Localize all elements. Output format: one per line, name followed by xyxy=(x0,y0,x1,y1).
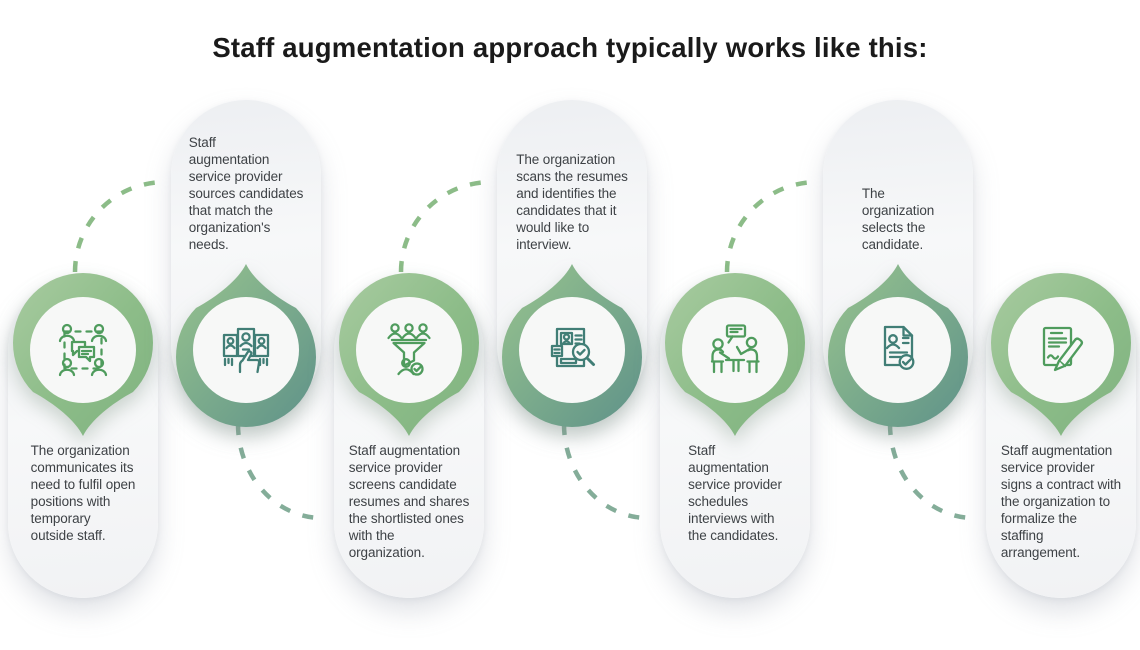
step-text: Staff augmentation service provider sign… xyxy=(1000,443,1122,560)
step-marker xyxy=(339,273,479,436)
step-text: The organization selects the candidate. xyxy=(861,186,935,252)
candidate-selected-icon xyxy=(883,325,915,370)
step-7: Staff augmentation service provider sign… xyxy=(981,0,1140,650)
step-text: Staff augmentation service provider sour… xyxy=(188,135,304,252)
interview-icon xyxy=(710,324,760,374)
step-2: Staff augmentation service provider sour… xyxy=(166,0,326,650)
team-discussion-icon xyxy=(58,323,108,377)
step-marker xyxy=(665,273,805,436)
contract-signing-icon xyxy=(1042,326,1084,372)
resume-scan-icon xyxy=(550,327,595,368)
step-4: The organization scans the resumes and i… xyxy=(492,0,652,650)
screening-funnel-icon xyxy=(387,323,431,376)
step-3: Staff augmentation service provider scre… xyxy=(329,0,489,650)
step-1: The organization communicates its need t… xyxy=(3,0,163,650)
step-marker xyxy=(991,273,1131,436)
step-text: The organization communicates its need t… xyxy=(30,443,136,543)
step-text: Staff augmentation service provider scre… xyxy=(348,443,470,560)
step-5: Staff augmentation service provider sche… xyxy=(655,0,815,650)
page-title: Staff augmentation approach typically wo… xyxy=(212,32,928,63)
step-text: The organization scans the resumes and i… xyxy=(516,152,628,252)
step-marker xyxy=(828,264,968,427)
step-text: Staff augmentation service provider sche… xyxy=(688,443,782,543)
step-marker xyxy=(502,264,642,427)
candidate-sourcing-icon xyxy=(222,327,270,374)
step-6: The organization selects the candidate. xyxy=(818,0,978,650)
